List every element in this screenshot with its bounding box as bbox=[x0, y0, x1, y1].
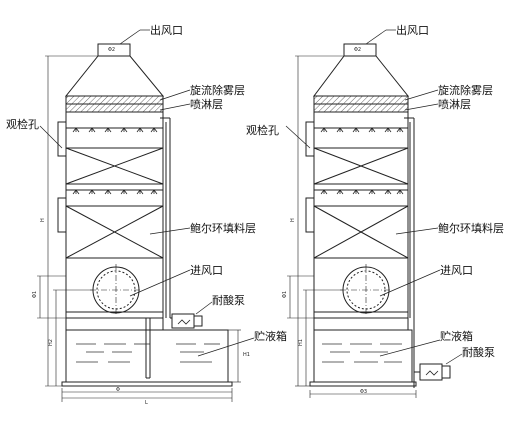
right-tower-labels: 出风口 旋流除雾层 喷淋层 观检孔 鲍尔环填料层 进风口 贮液箱 耐酸泵 Φ2 … bbox=[246, 23, 504, 395]
outlet-label: 出风口 bbox=[150, 23, 183, 37]
dim-height: H bbox=[290, 218, 296, 222]
pump-label: 耐酸泵 bbox=[212, 293, 245, 307]
tower-body bbox=[313, 111, 409, 313]
tank-liquid bbox=[322, 343, 402, 363]
spray-label: 喷淋层 bbox=[190, 98, 223, 111]
leader-lines bbox=[39, 29, 255, 357]
right-tower bbox=[285, 29, 463, 398]
top-cone bbox=[64, 55, 165, 97]
inspection-port-upper bbox=[57, 121, 67, 157]
pump-label: 耐酸泵 bbox=[462, 345, 495, 359]
liquid-tank bbox=[65, 329, 229, 383]
tower-body bbox=[65, 111, 164, 313]
dim-tank-height: H2 bbox=[48, 339, 54, 346]
inlet-label: 进风口 bbox=[190, 264, 223, 277]
left-tower-labels: 出风口 旋流除雾层 喷淋层 观检孔 鲍尔环填料层 进风口 耐酸泵 贮液箱 Φ2 … bbox=[6, 23, 287, 406]
demister-label: 旋流除雾层 bbox=[438, 83, 493, 97]
left-tower bbox=[37, 29, 255, 402]
packing-label: 鲍尔环填料层 bbox=[190, 221, 256, 235]
top-cone bbox=[313, 55, 410, 97]
tank-label: 贮液箱 bbox=[254, 329, 287, 343]
dimension-lines bbox=[37, 55, 241, 402]
demister-label: 旋流除雾层 bbox=[190, 83, 245, 97]
spray-nozzles-lower bbox=[72, 189, 158, 195]
tank-liquid bbox=[76, 343, 220, 363]
inspection-label: 观检孔 bbox=[6, 117, 39, 131]
inspection-label: 观检孔 bbox=[246, 123, 279, 137]
dim-tank-height: H1 bbox=[298, 339, 304, 346]
outlet-label: 出风口 bbox=[396, 23, 429, 37]
dim-outlet-diameter: Φ2 bbox=[354, 47, 361, 53]
packing-layer-upper bbox=[65, 147, 164, 185]
dim-outlet-diameter: Φ2 bbox=[108, 47, 115, 53]
inspection-port-lower bbox=[305, 197, 315, 233]
spray-nozzles-upper bbox=[320, 127, 404, 133]
tank-label: 贮液箱 bbox=[440, 329, 473, 343]
inspection-port-lower bbox=[57, 197, 67, 233]
dimension-lines bbox=[287, 55, 417, 398]
spray-nozzles-upper bbox=[72, 127, 158, 133]
base-plate bbox=[309, 381, 417, 387]
dim-base-diameter: Φ bbox=[116, 387, 120, 393]
dim-pump-height: H1 bbox=[243, 352, 250, 358]
inspection-port-upper bbox=[305, 121, 315, 157]
inlet-label: 进风口 bbox=[440, 264, 473, 277]
dim-base-length: L bbox=[145, 400, 148, 406]
base-plate bbox=[61, 381, 233, 387]
dim-inlet-diameter: Φ1 bbox=[282, 291, 288, 298]
packing-layer-upper bbox=[313, 147, 409, 185]
leader-lines bbox=[285, 29, 463, 365]
spray-label: 喷淋层 bbox=[438, 98, 471, 111]
dim-height: H bbox=[40, 218, 46, 222]
dim-base-diameter: Φ3 bbox=[360, 389, 367, 395]
packing-label: 鲍尔环填料层 bbox=[438, 221, 504, 235]
liquid-tank bbox=[313, 329, 413, 383]
dim-inlet-diameter: Φ1 bbox=[32, 291, 38, 298]
spray-nozzles-lower bbox=[320, 189, 404, 195]
